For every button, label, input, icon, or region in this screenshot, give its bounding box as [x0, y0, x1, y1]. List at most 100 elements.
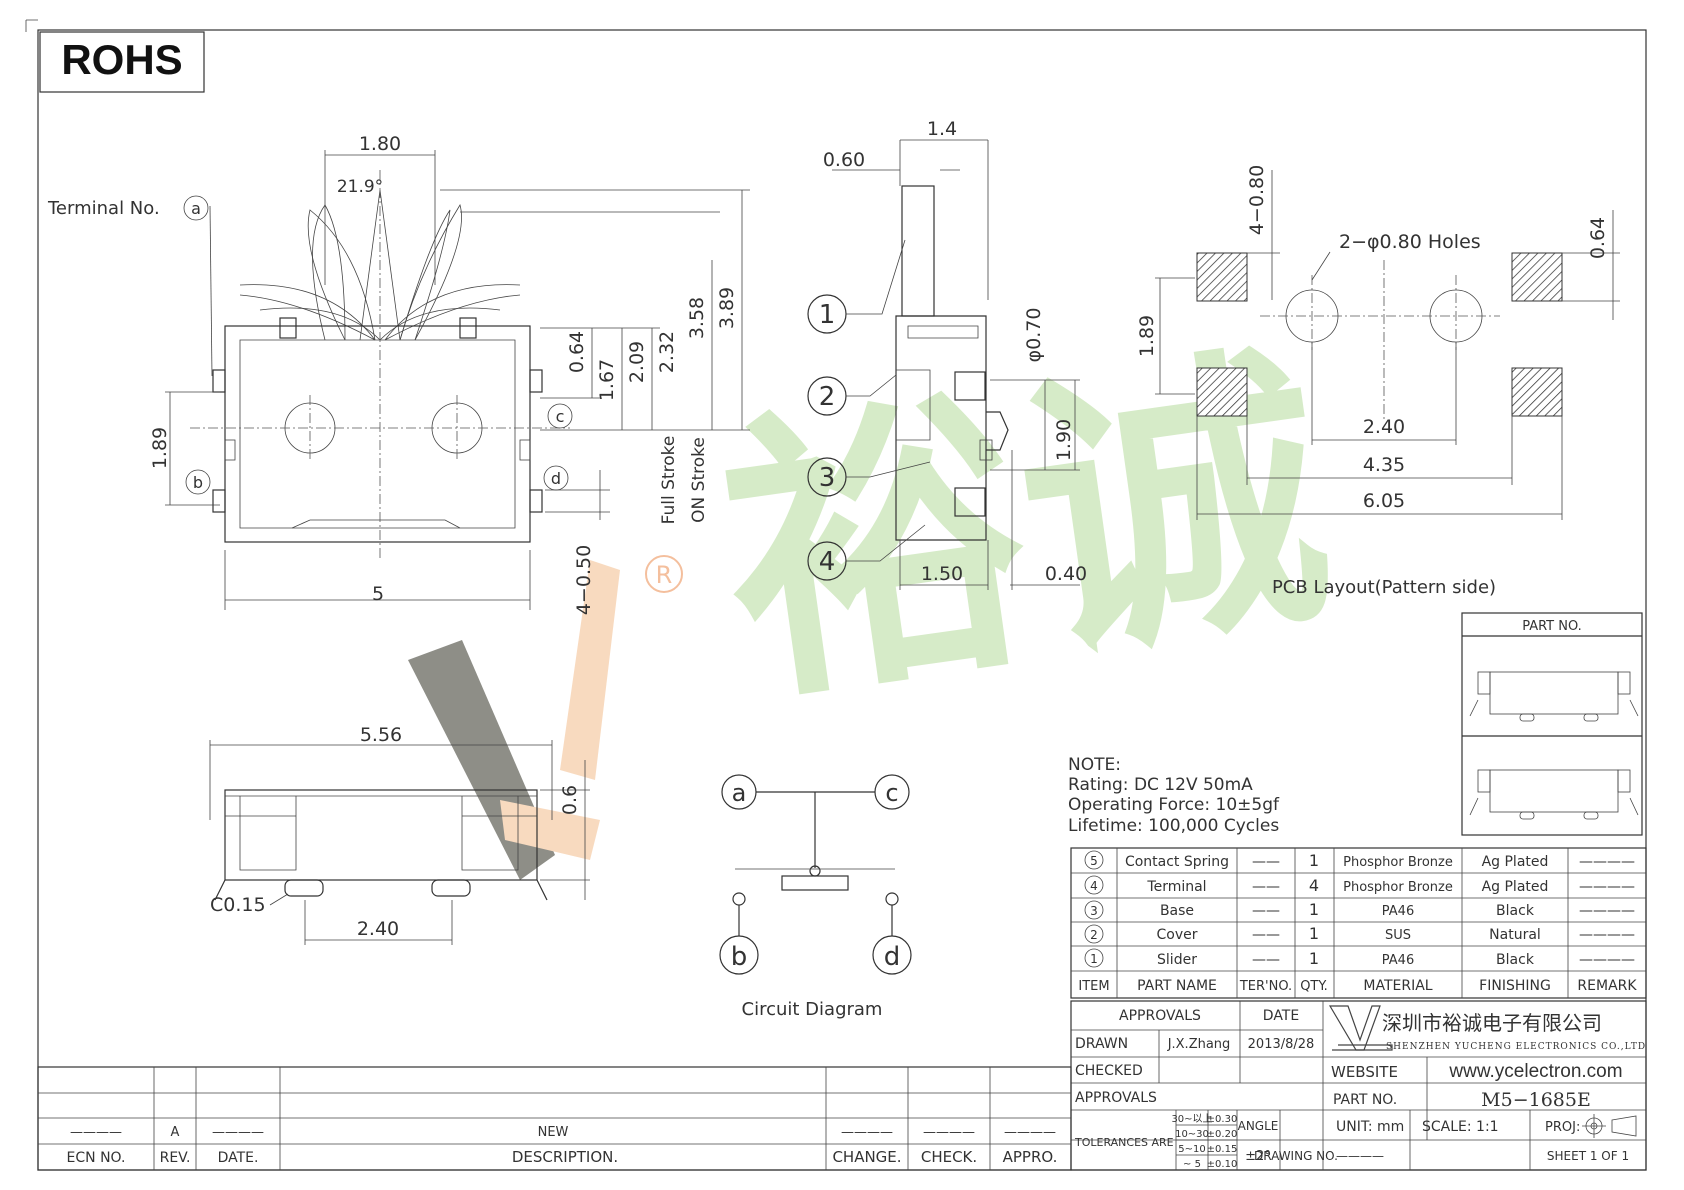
bom-row-4-ter: ——	[1252, 952, 1280, 968]
dim-5: 5	[372, 583, 384, 605]
bom-header-name: PART NAME	[1137, 978, 1217, 994]
top-view: 1.80 21.9° Terminal No. a b c d 5 1.89 0…	[47, 133, 750, 615]
pcb-dim-0-64: 0.64	[1587, 217, 1609, 259]
bom-header-remark: REMARK	[1577, 978, 1637, 994]
bom-row-3-remark: ————	[1579, 927, 1635, 943]
rev-header-change: CHANGE.	[832, 1148, 901, 1166]
company-en: SHENZHEN YUCHENG ELECTRONICS CO.,LTD	[1386, 1042, 1646, 1052]
rev-header-check: CHECK.	[921, 1148, 977, 1166]
bom-row-1-material: Phosphor Bronze	[1343, 880, 1453, 895]
company-cn: 深圳市裕诚电子有限公司	[1382, 1011, 1602, 1035]
bom-row-0-item: 5	[1090, 854, 1098, 868]
bom-table: 5 Contact Spring —— 1 Phosphor Bronze Ag…	[1070, 847, 1647, 999]
bom-header-finish: FINISHING	[1479, 978, 1551, 994]
tb-checked-label: CHECKED	[1075, 1063, 1143, 1079]
tb-tol-val-3: ±0.10	[1207, 1159, 1238, 1170]
bom-row-4-remark: ————	[1579, 952, 1635, 968]
bom-row-1-qty: 4	[1309, 876, 1319, 895]
tb-tol-range-0: 30~以上	[1171, 1113, 1212, 1125]
bom-row-3-item: 2	[1090, 928, 1098, 942]
projection-symbol	[1582, 1114, 1637, 1138]
company-logo	[1328, 1005, 1393, 1051]
rev-appro-val: ————	[1004, 1125, 1056, 1140]
rev-change-val: ————	[841, 1125, 893, 1140]
terminal-a: a	[191, 199, 201, 218]
bom-row-4-material: PA46	[1382, 953, 1414, 968]
pcb-title: PCB Layout(Pattern side)	[1272, 577, 1496, 598]
bom-row-3-material: SUS	[1385, 928, 1411, 943]
side-view: 1.4 0.60 φ0.70 1.90 1.50 0.40 1 2 3 4	[807, 118, 1087, 590]
bom-row-1-ter: ——	[1252, 879, 1280, 895]
dim-phi-0-70: φ0.70	[1023, 308, 1045, 363]
bom-row-0-finish: Ag Plated	[1482, 854, 1549, 870]
bom-row-4-qty: 1	[1309, 949, 1319, 968]
terminal-d: d	[551, 469, 561, 488]
rev-ecn-val: ————	[70, 1125, 122, 1140]
dim-1-50: 1.50	[921, 563, 963, 585]
bom-row-2-qty: 1	[1309, 900, 1319, 919]
tb-drawn-label: DRAWN	[1075, 1036, 1128, 1052]
tb-drawing-no: ————	[1336, 1149, 1384, 1163]
dim-4-0-50: 4−0.50	[573, 545, 595, 615]
callout-1: 1	[819, 300, 836, 330]
circuit-diagram: a c b d Circuit Diagram	[719, 774, 912, 1020]
dim-2-09: 2.09	[626, 341, 648, 383]
part-no-box-title: PART NO.	[1522, 619, 1582, 634]
bom-row-0-name: Contact Spring	[1125, 854, 1229, 870]
bom-row-4-item: 1	[1090, 952, 1098, 966]
part-no-box: PART NO.	[1461, 612, 1643, 836]
circuit-title: Circuit Diagram	[742, 999, 883, 1020]
registered-mark	[645, 555, 683, 593]
pcb-layout: 4−0.80 2−φ0.80 Holes 0.64 1.89 2.40 4.35…	[1136, 165, 1620, 598]
dim-3-58: 3.58	[686, 297, 708, 339]
dim-1-90: 1.90	[1053, 419, 1075, 461]
revision-table: ———— A ———— NEW ———— ———— ———— ECN NO. R…	[37, 1066, 1072, 1171]
pcb-holes: 2−φ0.80 Holes	[1339, 231, 1481, 253]
tb-approvals-label: APPROVALS	[1075, 1090, 1157, 1106]
circuit-b: b	[731, 942, 748, 972]
dim-1-80: 1.80	[359, 133, 401, 155]
bom-row-3-qty: 1	[1309, 924, 1319, 943]
rev-header-rev: REV.	[160, 1150, 191, 1166]
rev-rev-val: A	[171, 1125, 180, 1140]
circuit-c: c	[885, 779, 898, 807]
bom-row-2-finish: Black	[1496, 903, 1535, 919]
bom-row-4-name: Slider	[1157, 952, 1197, 968]
pcb-dim-4-0-80: 4−0.80	[1246, 165, 1268, 235]
dim-1-89: 1.89	[149, 427, 171, 469]
tb-part-no-label: PART NO.	[1333, 1092, 1397, 1108]
tb-drawing-no-label: DRAWING NO.	[1254, 1149, 1338, 1163]
bom-row-2-ter: ——	[1252, 903, 1280, 919]
pcb-dim-6-05: 6.05	[1363, 490, 1405, 512]
front-view: 5.56 0.6 C0.15 2.40	[209, 724, 590, 945]
tb-date-header: DATE	[1263, 1008, 1299, 1024]
rev-header-date: DATE.	[218, 1150, 259, 1166]
rohs-box	[39, 31, 205, 93]
bom-row-3-ter: ——	[1252, 927, 1280, 943]
bom-row-1-item: 4	[1090, 879, 1098, 893]
front-dim-0-6: 0.6	[559, 785, 581, 815]
circuit-d: d	[884, 942, 901, 972]
terminal-no-label: Terminal No.	[47, 198, 160, 219]
bom-row-4-finish: Black	[1496, 952, 1535, 968]
terminal-c: c	[556, 407, 565, 426]
notes: NOTE: Rating: DC 12V 50mA Operating Forc…	[1068, 755, 1280, 836]
pcb-dim-2-40: 2.40	[1363, 416, 1405, 438]
tb-drawn-date: 2013/8/28	[1248, 1037, 1315, 1052]
dim-angle: 21.9°	[337, 177, 383, 197]
note-line-1: Rating: DC 12V 50mA	[1068, 775, 1253, 795]
title-block: APPROVALS DATE DRAWN J.X.Zhang 2013/8/28…	[1070, 1000, 1647, 1171]
bom-row-1-remark: ————	[1579, 879, 1635, 895]
tb-tol-val-2: ±0.15	[1207, 1144, 1238, 1155]
tb-tol-val-1: ±0.20	[1207, 1129, 1238, 1140]
bom-header-ter: TER'NO.	[1239, 979, 1292, 994]
callout-3: 3	[819, 463, 836, 493]
front-dim-c0-15: C0.15	[210, 894, 266, 916]
bom-row-2-remark: ————	[1579, 903, 1635, 919]
on-stroke-label: ON Stroke	[689, 437, 709, 523]
tb-approvals-header: APPROVALS	[1119, 1008, 1201, 1024]
bom-row-0-material: Phosphor Bronze	[1343, 855, 1453, 870]
rev-check-val: ————	[923, 1125, 975, 1140]
bom-row-0-remark: ————	[1579, 854, 1635, 870]
